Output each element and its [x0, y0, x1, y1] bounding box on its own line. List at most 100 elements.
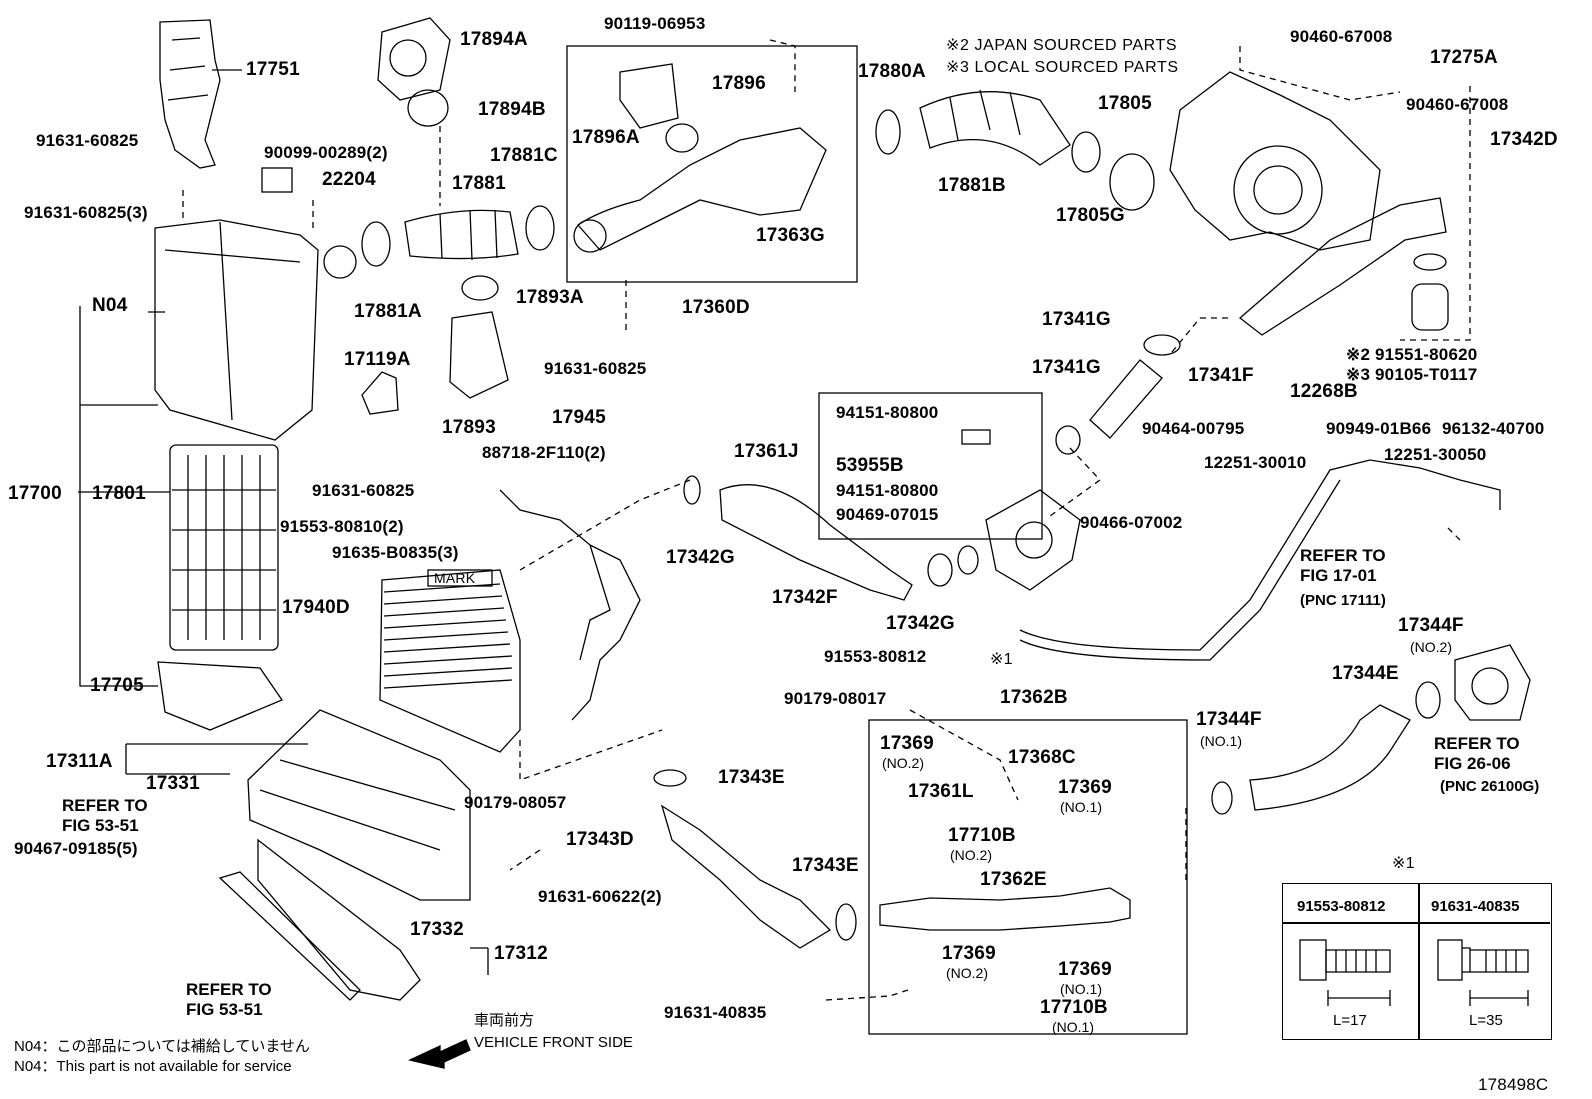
label-MARK: MARK: [434, 570, 476, 586]
label-17361L: 17361L: [908, 781, 974, 802]
sensor-22204: [261, 167, 293, 193]
clamp-17893A: [461, 275, 499, 301]
label-17896A: 17896A: [572, 127, 640, 148]
label-90464-00795: 90464-00795: [1142, 419, 1245, 438]
label-94151-80800-b: 94151-80800: [836, 481, 939, 500]
label-17342G-b: 17342G: [886, 613, 955, 634]
clamp-17342G-c: [957, 545, 979, 575]
label-17362E: 17362E: [980, 869, 1047, 890]
label-90949-01B66: 90949-01B66: [1326, 419, 1432, 438]
label-17331: 17331: [146, 773, 200, 794]
intercooler-17940D: [379, 569, 521, 753]
label-17343E-b: 17343E: [792, 855, 859, 876]
hose-17343D: [660, 804, 832, 949]
label-17705: 17705: [90, 675, 144, 696]
label-17344E: 17344E: [1332, 663, 1399, 684]
label-17700: 17700: [8, 483, 62, 504]
direction-en: VEHICLE FRONT SIDE: [474, 1034, 633, 1051]
label-17362B: 17362B: [1000, 687, 1068, 708]
pipe-12268B: [1019, 459, 1501, 651]
label-90119-06953: 90119-06953: [604, 14, 706, 33]
label-91553-80812: 91553-80812: [824, 647, 927, 666]
cap-17894A: [377, 17, 451, 101]
clamp-90460-67008: [1413, 253, 1447, 271]
label-91631-60825-low: 91631-60825: [312, 481, 415, 500]
label-90460-67008-right: 90460-67008: [1406, 95, 1509, 114]
label-17881C: 17881C: [490, 145, 558, 166]
label-91631-60825-3: 91631-60825(3): [24, 203, 148, 222]
label-17894B: 17894B: [478, 99, 546, 120]
sublabel-17710B-b-no1: (NO.1): [1052, 1019, 1094, 1035]
inset-col2-part: 91631-40835: [1431, 898, 1520, 915]
label-17945: 17945: [552, 407, 606, 428]
turbo-17201: [1169, 71, 1381, 251]
label-94151-80800-a: 94151-80800: [836, 403, 939, 422]
label-17361J: 17361J: [734, 441, 799, 462]
label-91631-40835: 91631-40835: [664, 1003, 767, 1022]
bolt-length-table: 91553-80812 91631-40835 L=17 L=35: [1282, 883, 1552, 1040]
ref-pnc26100G: (PNC 26100G): [1440, 778, 1540, 795]
label-90179-08057: 90179-08057: [464, 793, 567, 812]
mark-box: [427, 569, 493, 587]
label-17369-d: 17369: [1058, 959, 1112, 980]
sublabel-17344F-no1: (NO.1): [1200, 733, 1242, 749]
label-17881: 17881: [452, 173, 506, 194]
label-90179-08017: 90179-08017: [784, 689, 887, 708]
label-17312: 17312: [494, 943, 548, 964]
label-17369-a: 17369: [880, 733, 934, 754]
label-17342G-a: 17342G: [666, 547, 735, 568]
label-17896: 17896: [712, 73, 766, 94]
clamp-17880A: [875, 109, 901, 155]
clamp-17342G-b: [927, 553, 953, 587]
label-90469-07015: 90469-07015: [836, 505, 939, 524]
label-91635-B0835: 91635-B0835(3): [332, 543, 459, 562]
hose-17341F: [1089, 359, 1163, 439]
clamp-17343E-a: [653, 769, 687, 787]
bracket-53955B: [961, 429, 991, 445]
label-17311A: 17311A: [46, 751, 113, 772]
pipe-17362B: [879, 887, 1131, 931]
label-90466-07002: 90466-07002: [1080, 513, 1183, 532]
label-91631-60825-top: 91631-60825: [36, 131, 139, 150]
box-17362B: [868, 719, 1188, 1035]
box-17361J: [818, 392, 1043, 540]
label-17894A: 17894A: [460, 29, 528, 50]
label-17363G: 17363G: [756, 225, 825, 246]
label-90467-09185: 90467-09185(5): [14, 839, 138, 858]
label-17275A: 17275A: [1430, 47, 1498, 68]
label-91631-60825-mid: 91631-60825: [544, 359, 647, 378]
label-17343D: 17343D: [566, 829, 634, 850]
ref-fig53-51-a[interactable]: REFER TO FIG 53-51: [62, 796, 148, 835]
label-17710B-b: 17710B: [1040, 997, 1108, 1018]
label-91631-60622: 91631-60622(2): [538, 887, 662, 906]
bracket-17119A: [361, 371, 399, 415]
clamp-17881A: [361, 221, 391, 267]
label-17710B-a: 17710B: [948, 825, 1016, 846]
hose-17344E: [1249, 704, 1411, 811]
label-17893: 17893: [442, 417, 496, 438]
clamp-17894B: [407, 89, 449, 127]
ref-fig53-51-b[interactable]: REFER TO FIG 53-51: [186, 980, 272, 1019]
sublabel-17369-d-no1: (NO.1): [1060, 981, 1102, 997]
label-90105-T0117: ※3 90105-T0117: [1346, 365, 1478, 384]
hose-17342D: [1411, 283, 1449, 331]
clamp-17805G: [1071, 131, 1101, 173]
label-91553-80810: 91553-80810(2): [280, 517, 404, 536]
clamp-17344F-b: [1415, 681, 1441, 719]
label-17751: 17751: [246, 59, 300, 80]
label-53955B: 53955B: [836, 455, 904, 476]
pipe-17360D: [577, 127, 827, 251]
label-N04: N04: [92, 295, 128, 316]
ref-fig26-06[interactable]: REFER TO FIG 26-06: [1434, 734, 1520, 773]
inset-marker: ※1: [1392, 855, 1415, 872]
label-17343E-a: 17343E: [718, 767, 785, 788]
inset-col1-part: 91553-80812: [1297, 898, 1386, 915]
ref-fig17-01[interactable]: REFER TO FIG 17-01: [1300, 546, 1386, 585]
inset-col2-length: L=35: [1469, 1012, 1503, 1029]
clamp-17896A: [665, 123, 699, 153]
label-17805G: 17805G: [1056, 205, 1125, 226]
label-17360D: 17360D: [682, 297, 750, 318]
label-90460-67008-top: 90460-67008: [1290, 27, 1393, 46]
clamp-17881C: [525, 205, 555, 251]
n04-note-jp: N04：この部品については補給していません: [14, 1038, 310, 1055]
